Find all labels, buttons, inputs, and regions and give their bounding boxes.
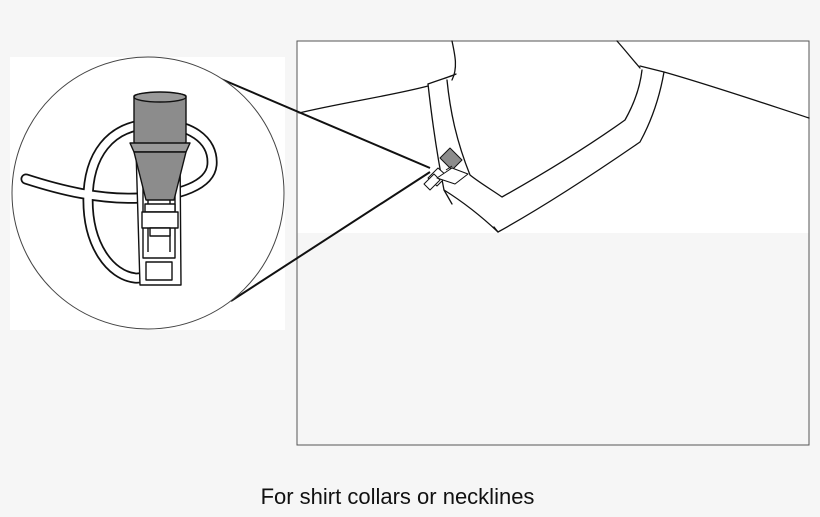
neck-left-line xyxy=(451,40,457,81)
shirt-collar-icon xyxy=(298,40,810,233)
collar-microphone-icon xyxy=(423,147,469,191)
scene-bottom-area xyxy=(297,233,809,445)
scene-top-area xyxy=(297,41,809,233)
callout-line-top xyxy=(213,75,431,169)
shoulder-right-line xyxy=(663,71,810,119)
collar-inner-edge xyxy=(446,69,643,198)
lavalier-microphone-icon xyxy=(129,91,191,237)
neck-right-line xyxy=(616,40,641,69)
diagram-caption: For shirt collars or necklines xyxy=(260,484,535,509)
scene-frame xyxy=(296,40,810,446)
collar-outer-edge xyxy=(427,65,665,233)
shoulder-left-line xyxy=(298,85,429,114)
callout-line-bottom xyxy=(230,171,431,302)
